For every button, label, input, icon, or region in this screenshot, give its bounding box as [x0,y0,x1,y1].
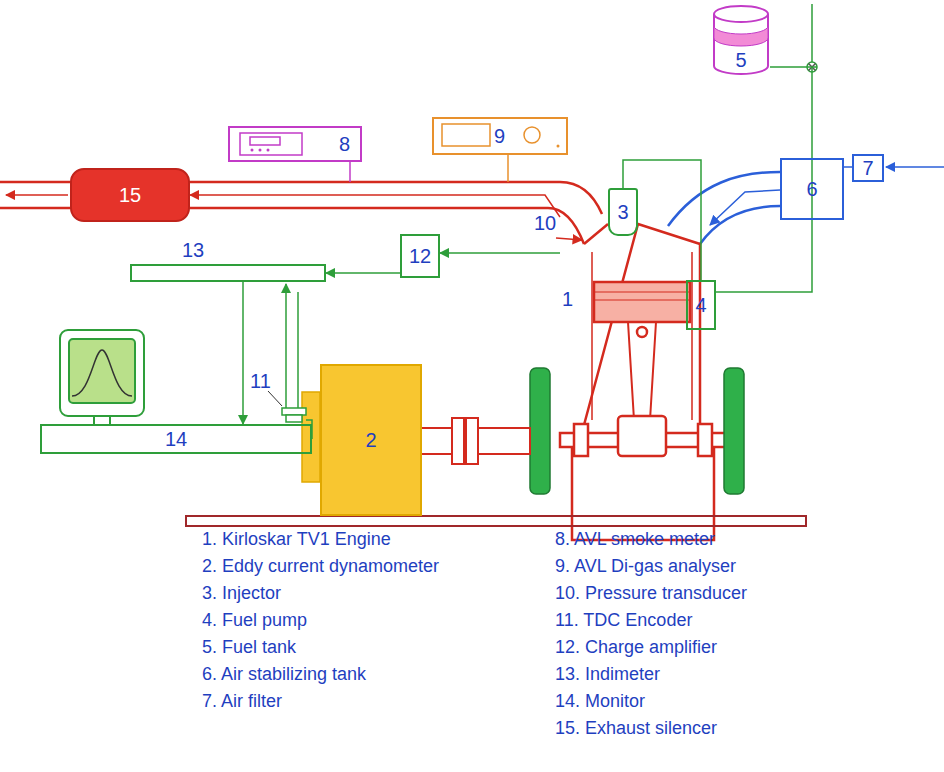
callout-number: 4 [695,295,706,315]
legend-item: 8. AVL smoke meter [555,530,715,550]
connector [710,190,780,225]
exhaust-silencer: 15 [70,168,190,222]
smoke-meter-box: 8 [228,126,362,162]
legend-item: 4. Fuel pump [202,611,307,631]
fuel-tank: 5 [712,4,770,78]
flywheels [530,368,744,494]
callout-number: 12 [409,246,431,266]
callout-number: 2 [365,430,376,450]
legend-item: 5. Fuel tank [202,638,296,658]
legend-item: 1. Kirloskar TV1 Engine [202,530,391,550]
engine: 1 [560,205,710,535]
callout-number: 7 [862,158,873,178]
connector [623,160,701,280]
analyser-taps [240,124,560,182]
callout-number: 5 [735,50,746,70]
legend-item: 12. Charge amplifier [555,638,717,658]
air-filter-box: 7 [852,154,884,182]
fuel-pump-box: 4 [686,280,716,330]
air-intake-pipe [668,167,944,244]
connector [716,67,817,292]
charge-amplifier-box: 12 [400,234,440,278]
legend-item: 10. Pressure transducer [555,584,747,604]
indimeter-bar: 13 [130,264,326,282]
connector [242,282,244,424]
callout-number: 3 [617,202,628,222]
legend-item: 13. Indimeter [555,665,660,685]
callout-number: 15 [119,185,141,205]
legend-item: 2. Eddy current dynamometer [202,557,439,577]
engine-body [556,224,730,540]
dynamometer: 2 [320,364,422,516]
drive-shaft [420,418,530,464]
callout-number: 14 [165,429,187,449]
connector [844,166,852,168]
legend-item: 3. Injector [202,584,281,604]
connector [326,272,400,274]
callout-number: 8 [339,134,350,154]
legend-item: 9. AVL Di-gas analyser [555,557,736,577]
gas-analyser-box: 9 [432,117,568,155]
callout-number: 10 [534,212,556,234]
legend-item: 6. Air stabilizing tank [202,665,366,685]
fuel-valve [807,4,817,72]
callout-number: 11 [250,370,271,392]
connector [440,252,560,254]
monitor-base: 14 [40,424,312,454]
callout-number: 1 [562,289,573,309]
callout-number: 9 [494,126,505,146]
callout-number: 6 [806,179,817,199]
callout-number: 13 [182,240,204,260]
legend-item: 11. TDC Encoder [555,611,692,631]
legend-item: 7. Air filter [202,692,282,712]
injector: 3 [608,188,638,236]
base-plate [186,516,806,526]
legend-item: 14. Monitor [555,692,645,712]
monitor-screen [60,330,144,424]
legend-item: 15. Exhaust silencer [555,719,717,739]
air-tank-box: 6 [780,158,844,220]
tdc-encoder [268,284,312,439]
connector [190,195,560,217]
